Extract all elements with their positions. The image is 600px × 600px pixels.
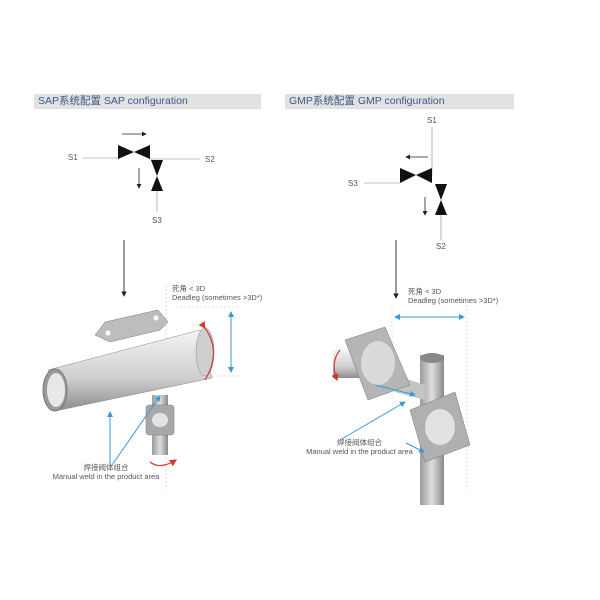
sap-port-s3: S3 [152,216,162,225]
gmp-section-header: GMP系统配置 GMP configuration [285,94,514,109]
sap-deadleg-label: 死角 < 3D Deadleg (sometimes >3D*) [172,284,263,302]
gmp-port-s1: S1 [427,116,437,125]
sap-weld-label: 焊接阀体组合 Manual weld in the product area [52,463,160,481]
sap-valve-schematic [82,131,200,297]
gmp-valve-schematic [364,127,447,299]
sap-port-s2: S2 [205,155,215,164]
gmp-weld-label: 焊接阀体组合 Manual weld in the product area [306,438,413,456]
sap-section-header: SAP系统配置 SAP configuration [34,94,261,109]
sap-port-s1: S1 [68,153,78,162]
gmp-valve-body-illustration [331,305,471,505]
gmp-port-s2: S2 [436,242,446,251]
gmp-port-s3: S3 [348,179,358,188]
sap-valve-body-illustration [42,285,240,490]
gmp-deadleg-label: 死角 < 3D Deadleg (sometimes >3D*) [408,287,499,305]
